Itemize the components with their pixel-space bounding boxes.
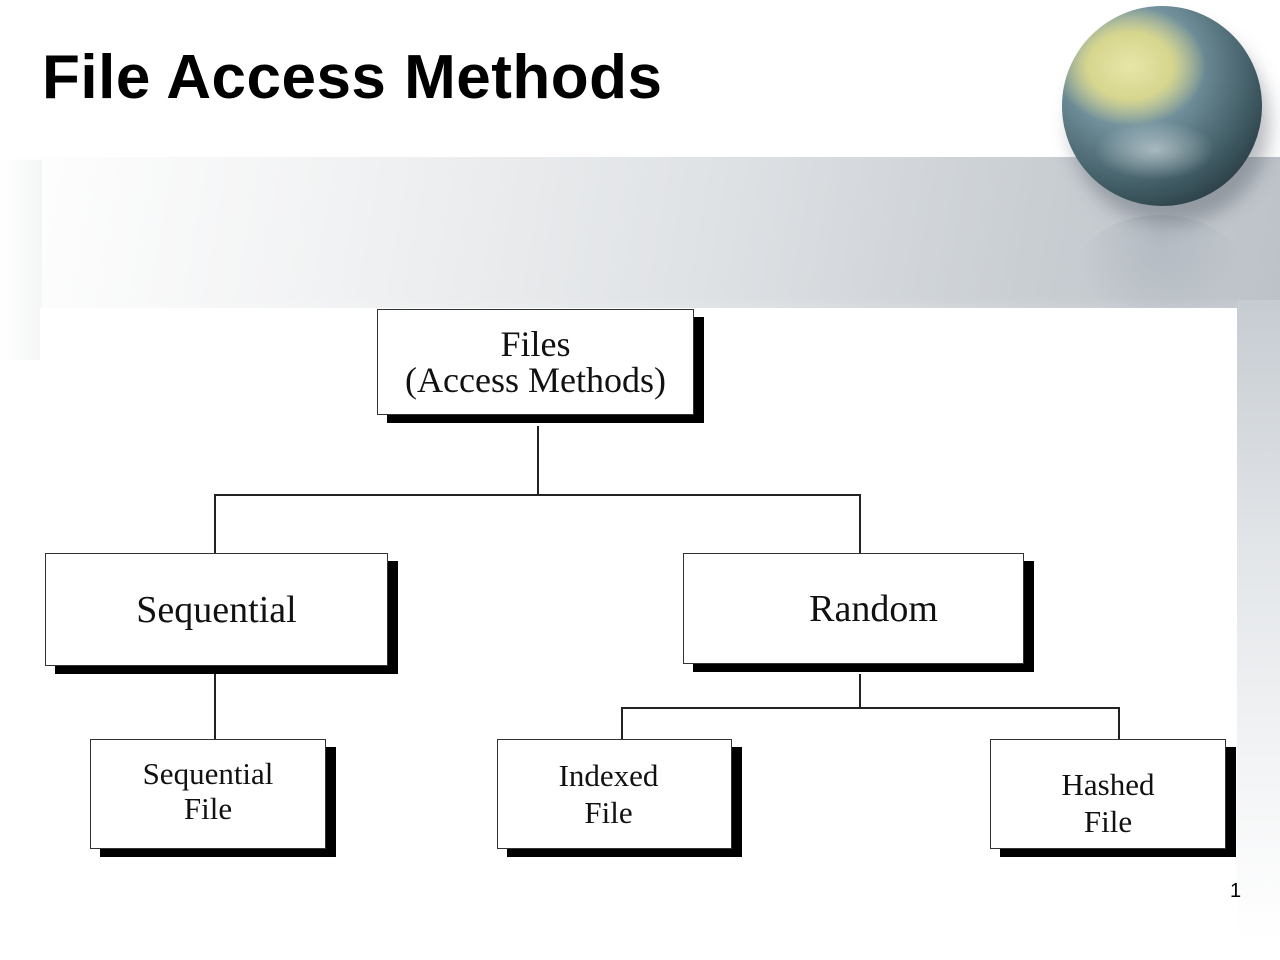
node-hashed-file-line2: File	[1083, 804, 1133, 839]
slide-title: File Access Methods	[42, 43, 663, 112]
node-sequential: Sequential	[45, 553, 388, 666]
page-number: 1	[1230, 880, 1242, 902]
node-indexed-file: Indexed File	[497, 739, 732, 849]
connector-to-hashed	[1118, 707, 1120, 739]
globe-cloud	[1095, 120, 1215, 180]
node-sequential-file-line2: File	[183, 791, 233, 826]
node-root-line2: (Access Methods)	[405, 360, 666, 400]
connector-root-down	[537, 426, 539, 494]
node-sequential-file: Sequential File	[90, 739, 326, 849]
node-random: Random	[683, 553, 1024, 664]
connector-to-random	[859, 494, 861, 553]
connector-sequential-down	[214, 674, 216, 739]
node-random-label: Random	[809, 587, 938, 630]
connector-to-indexed	[621, 707, 623, 741]
connector-random-down	[859, 674, 861, 708]
node-root-line1: Files	[500, 324, 571, 364]
connector-level1-horizontal	[214, 494, 860, 496]
node-indexed-file-line2: File	[584, 795, 633, 830]
connector-level2-horizontal	[621, 707, 1119, 709]
node-files-access-methods: Files (Access Methods)	[377, 309, 694, 415]
node-hashed-file: Hashed File	[990, 739, 1226, 849]
node-sequential-file-line1: Sequential	[142, 756, 274, 791]
node-sequential-label: Sequential	[136, 588, 297, 631]
banner-left-fade	[0, 160, 42, 360]
node-indexed-file-line1: Indexed	[558, 758, 659, 793]
connector-to-sequential	[214, 494, 216, 553]
node-hashed-file-line1: Hashed	[1061, 767, 1155, 802]
right-gradient-strip	[1237, 300, 1280, 940]
